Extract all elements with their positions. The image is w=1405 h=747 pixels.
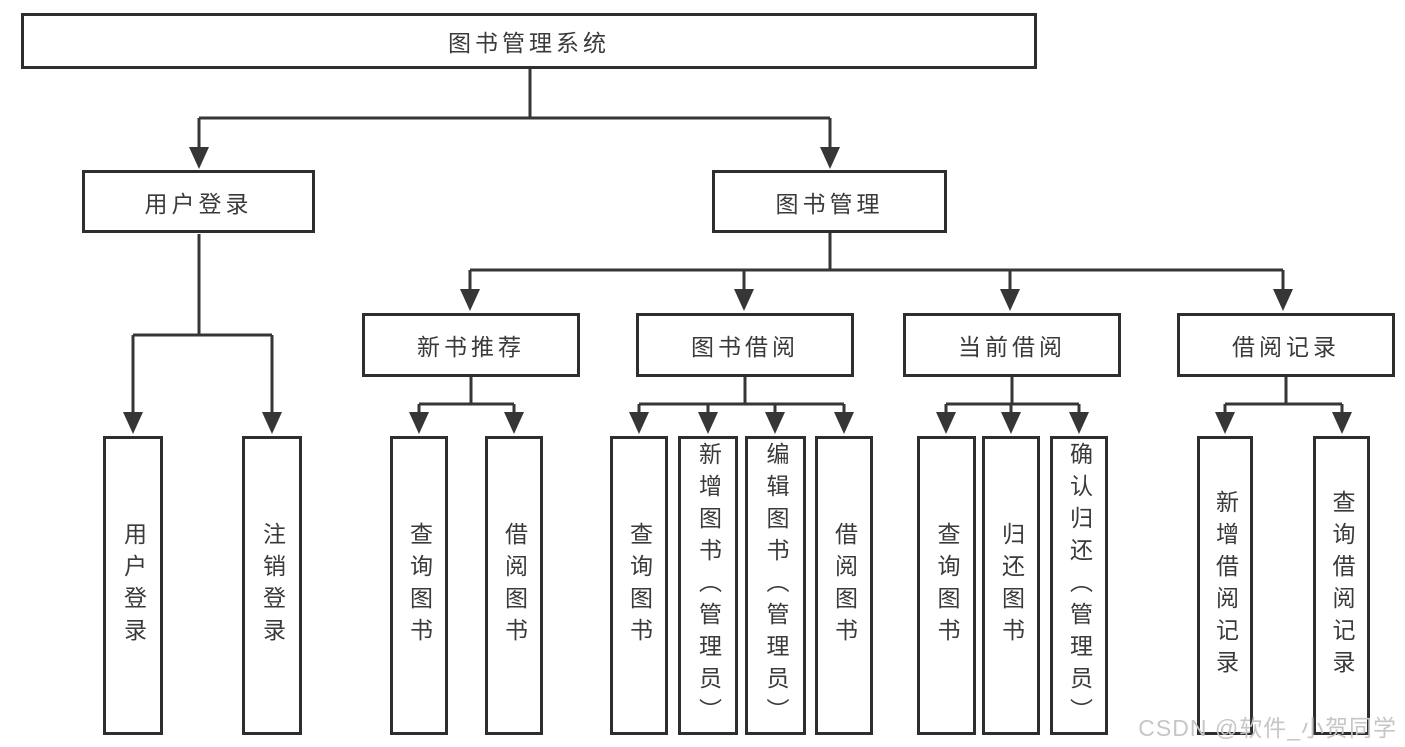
connector-root-to-level2: [189, 69, 840, 169]
leaf-logout: 注销登录: [242, 436, 302, 735]
node-book-borrow: 图书借阅: [636, 313, 854, 377]
connector-borrow-records-group: [1215, 377, 1352, 434]
leaf-borrow-books-recommend: 借阅图书: [485, 436, 543, 735]
leaf-borrow-books: 借阅图书: [815, 436, 873, 735]
leaf-add-borrow-record: 新增借阅记录: [1197, 436, 1253, 735]
leaf-add-books-admin: 新增图书（管理员）: [678, 436, 738, 735]
connector-user-login-group: [123, 234, 282, 434]
node-new-book-recommend: 新书推荐: [362, 313, 580, 377]
node-user-login: 用户登录: [82, 170, 315, 233]
leaf-search-books-recommend: 查询图书: [390, 436, 448, 735]
leaf-return-books: 归还图书: [982, 436, 1040, 735]
connector-new-book-recommend-group: [409, 377, 524, 434]
connector-current-borrow-group: [936, 377, 1089, 434]
node-borrow-records: 借阅记录: [1177, 313, 1395, 377]
connector-book-borrow-group: [629, 377, 854, 434]
node-book-management: 图书管理: [712, 170, 947, 233]
leaf-search-books-borrow: 查询图书: [610, 436, 668, 735]
leaf-search-books-current: 查询图书: [917, 436, 976, 735]
leaf-user-login: 用户登录: [103, 436, 163, 735]
leaf-confirm-return-admin: 确认归还（管理员）: [1050, 436, 1108, 735]
connector-book-management-group: [460, 233, 1293, 311]
node-current-borrow: 当前借阅: [903, 313, 1121, 377]
leaf-search-borrow-record: 查询借阅记录: [1313, 436, 1370, 735]
leaf-edit-books-admin: 编辑图书（管理员）: [745, 436, 806, 735]
csdn-watermark: CSDN @软件_小贺同学: [1138, 715, 1397, 741]
node-root-system: 图书管理系统: [21, 13, 1037, 69]
